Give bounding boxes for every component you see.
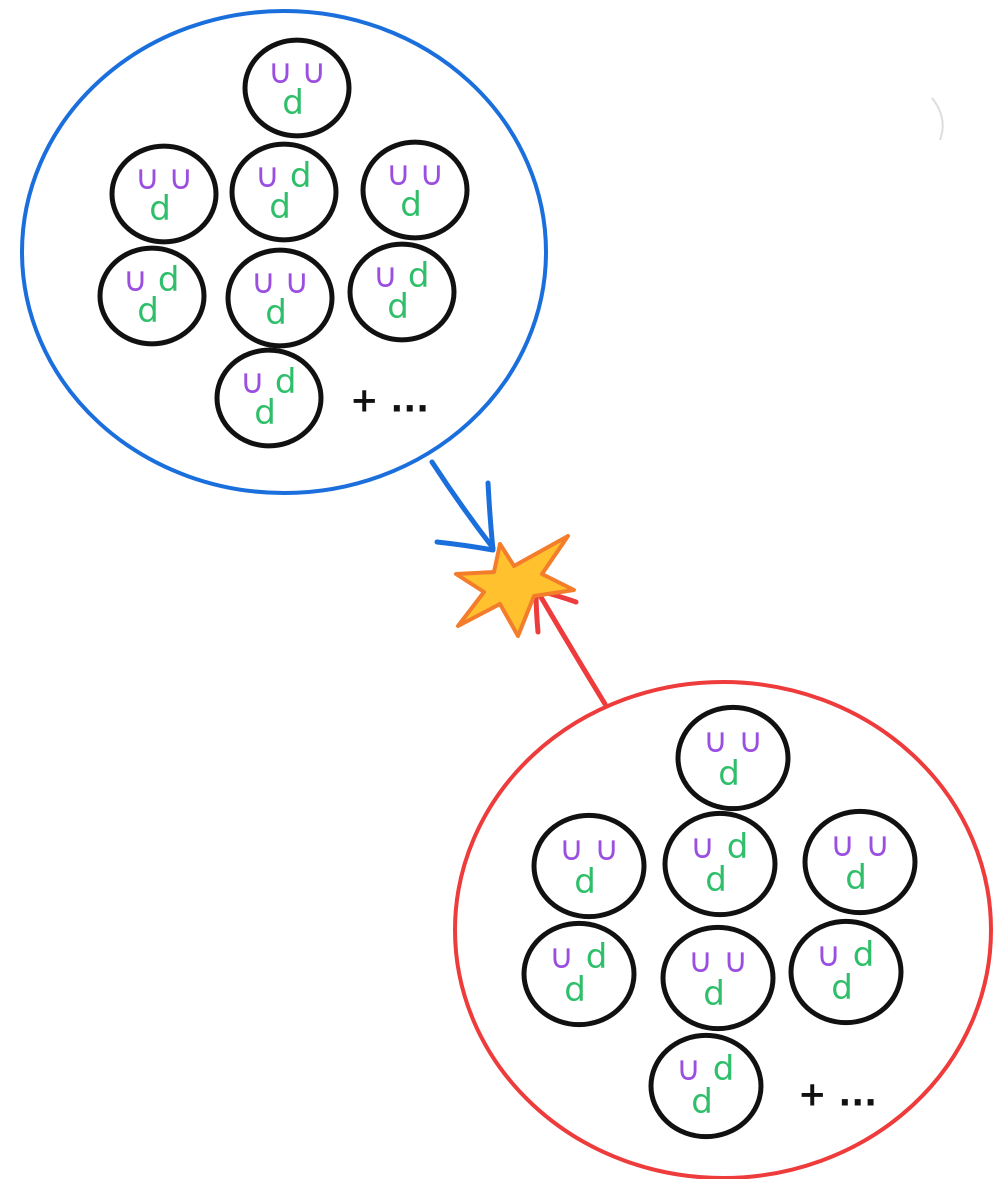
nucleus-b: ∪∪d∪∪d∪dd∪∪d∪dd∪∪d∪dd∪dd + ... xyxy=(453,680,993,1179)
up-quark: ∪ xyxy=(255,156,280,196)
up-quark: ∪ xyxy=(559,829,584,869)
nucleon-outline xyxy=(648,1032,764,1140)
up-quark: ∪ xyxy=(123,260,148,300)
up-quark: ∪ xyxy=(594,829,619,869)
collision-star-icon xyxy=(454,534,576,638)
up-quark: ∪ xyxy=(830,825,855,865)
nucleon: ∪∪d xyxy=(225,247,335,349)
up-quark: ∪ xyxy=(690,827,715,867)
down-quark: d xyxy=(703,974,725,1014)
up-quark: ∪ xyxy=(723,941,748,981)
nucleon-outline xyxy=(660,924,776,1032)
nucleus-a-boundary xyxy=(20,9,548,495)
nucleon: ∪∪d xyxy=(360,139,470,241)
arrow-a-to-collision xyxy=(429,459,496,553)
nucleon-outline xyxy=(225,247,335,349)
nucleon: ∪dd xyxy=(214,347,324,449)
nucleon-outline xyxy=(662,810,778,918)
nucleon: ∪dd xyxy=(662,810,778,918)
down-quark: d xyxy=(705,860,727,900)
down-quark: d xyxy=(574,862,596,902)
down-quark: d xyxy=(137,291,159,331)
up-quark: ∪ xyxy=(240,362,265,402)
down-quark: d xyxy=(149,189,171,229)
down-quark: d xyxy=(718,754,740,794)
nucleon: ∪∪d xyxy=(675,704,791,812)
down-quark: d xyxy=(586,937,608,977)
up-quark: ∪ xyxy=(373,256,398,296)
nucleon: ∪dd xyxy=(229,141,339,243)
up-quark: ∪ xyxy=(386,154,411,194)
down-quark: d xyxy=(408,256,430,296)
nucleon: ∪dd xyxy=(648,1032,764,1140)
up-quark: ∪ xyxy=(865,825,890,865)
up-quark: ∪ xyxy=(703,721,728,761)
nucleon-outline xyxy=(531,812,647,920)
nucleon-outline xyxy=(675,704,791,812)
nucleon: ∪∪d xyxy=(802,808,918,916)
nucleon: ∪∪d xyxy=(242,37,352,139)
nucleon-outline xyxy=(521,920,637,1028)
nucleus-b-more-label: + ... xyxy=(798,1075,877,1115)
up-quark: ∪ xyxy=(816,935,841,975)
down-quark: d xyxy=(727,827,749,867)
up-quark: ∪ xyxy=(135,158,160,198)
up-quark: ∪ xyxy=(168,158,193,198)
nucleon-outline xyxy=(242,37,352,139)
down-quark: d xyxy=(269,187,291,227)
down-quark: d xyxy=(158,260,180,300)
nucleus-b-nucleons: ∪∪d∪∪d∪dd∪∪d∪dd∪∪d∪dd∪dd xyxy=(521,704,918,1140)
nucleon: ∪dd xyxy=(347,241,457,343)
nucleon-outline xyxy=(229,141,339,243)
down-quark: d xyxy=(282,83,304,123)
nucleon-outline xyxy=(109,143,219,245)
stray-mark xyxy=(931,97,944,141)
down-quark: d xyxy=(845,858,867,898)
up-quark: ∪ xyxy=(284,262,309,302)
nucleon-outline xyxy=(360,139,470,241)
down-quark: d xyxy=(290,156,312,196)
nucleus-a: ∪∪d∪∪d∪dd∪∪d∪dd∪∪d∪dd∪dd + ... xyxy=(20,9,548,495)
down-quark: d xyxy=(275,362,297,402)
arrow-b-shaft xyxy=(535,589,608,707)
down-quark: d xyxy=(387,287,409,327)
nucleon: ∪dd xyxy=(788,918,904,1026)
up-quark: ∪ xyxy=(419,154,444,194)
down-quark: d xyxy=(691,1082,713,1122)
down-quark: d xyxy=(254,393,276,433)
nucleus-a-nucleons: ∪∪d∪∪d∪dd∪∪d∪dd∪∪d∪dd∪dd xyxy=(97,37,470,449)
up-quark: ∪ xyxy=(549,937,574,977)
down-quark: d xyxy=(831,968,853,1008)
nucleon-outline xyxy=(97,245,207,347)
nucleon: ∪∪d xyxy=(109,143,219,245)
down-quark: d xyxy=(265,293,287,333)
nucleon-outline xyxy=(347,241,457,343)
nucleon: ∪dd xyxy=(97,245,207,347)
up-quark: ∪ xyxy=(738,721,763,761)
up-quark: ∪ xyxy=(301,52,326,92)
nucleon-outline xyxy=(214,347,324,449)
down-quark: d xyxy=(400,185,422,225)
arrow-a-shaft xyxy=(429,459,496,551)
down-quark: d xyxy=(713,1049,735,1089)
nucleon-outline xyxy=(802,808,918,916)
nucleus-b-boundary xyxy=(453,680,993,1179)
arrow-b-to-collision xyxy=(533,587,608,707)
arrow-a-head xyxy=(434,480,496,553)
nucleon-outline xyxy=(788,918,904,1026)
up-quark: ∪ xyxy=(251,262,276,302)
up-quark: ∪ xyxy=(268,52,293,92)
nucleon: ∪∪d xyxy=(660,924,776,1032)
nucleon: ∪dd xyxy=(521,920,637,1028)
up-quark: ∪ xyxy=(676,1049,701,1089)
nucleon: ∪∪d xyxy=(531,812,647,920)
nucleus-a-more-label: + ... xyxy=(350,381,429,421)
down-quark: d xyxy=(853,935,875,975)
down-quark: d xyxy=(564,970,586,1010)
up-quark: ∪ xyxy=(688,941,713,981)
